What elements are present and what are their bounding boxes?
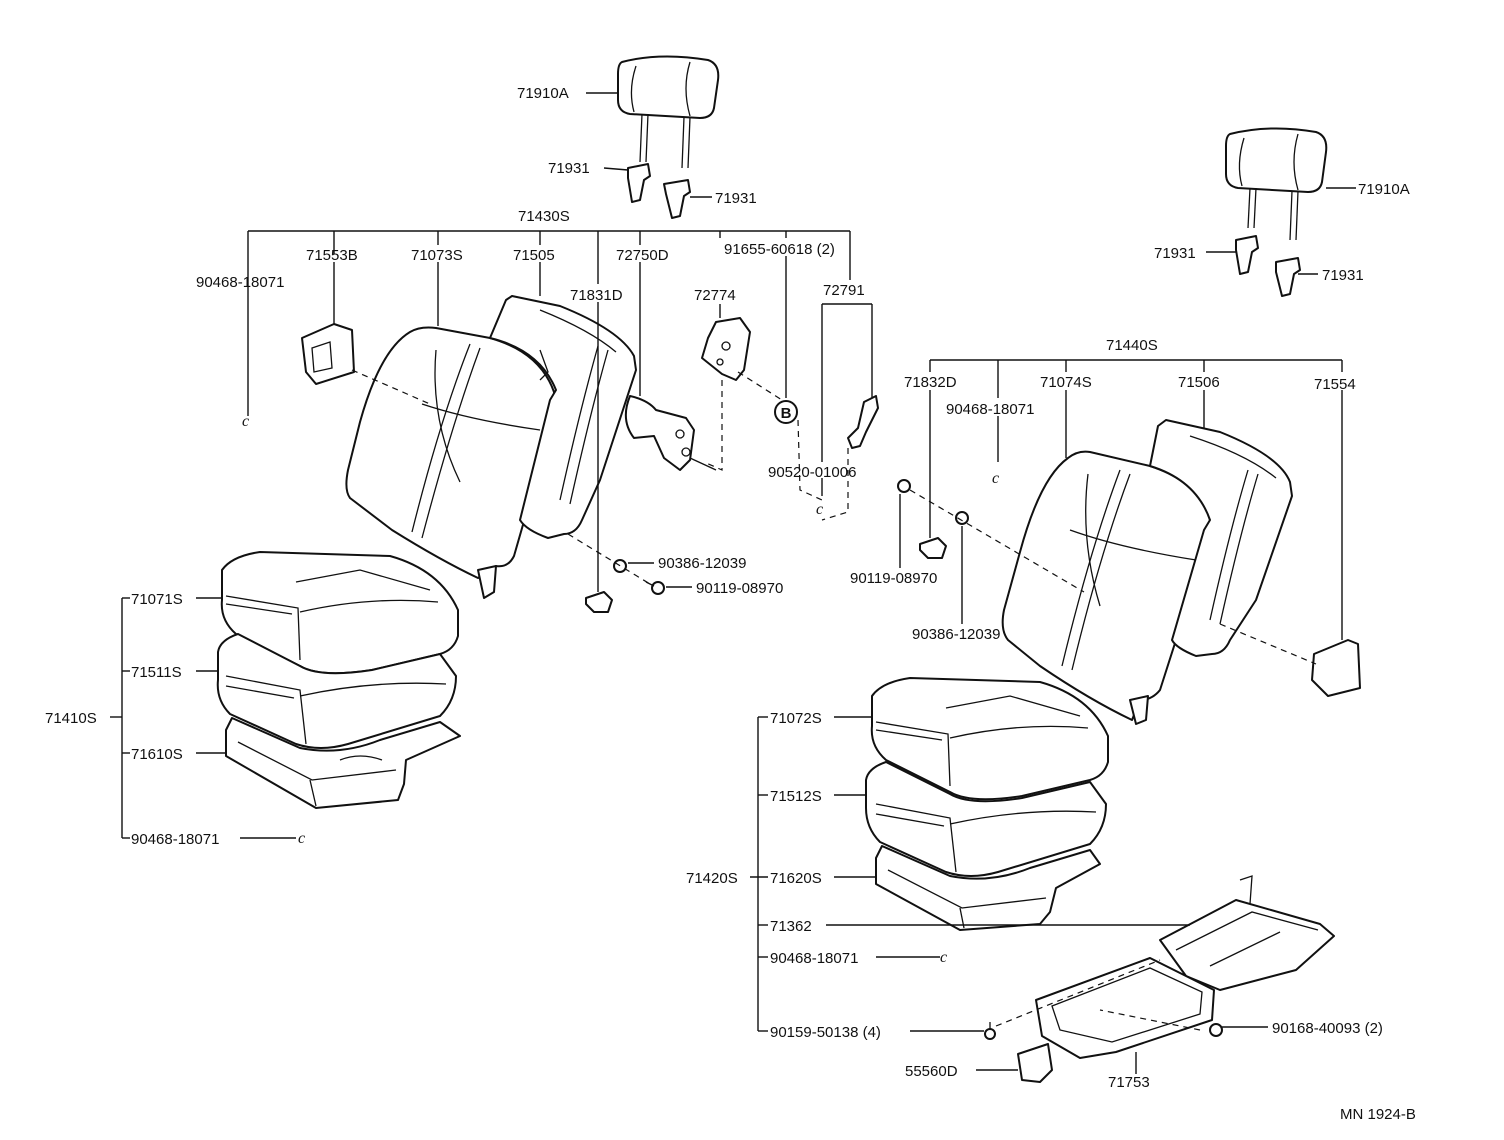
label-72750d: 72750D: [616, 247, 669, 264]
label-72774: 72774: [694, 287, 736, 304]
clip-glyph-e: c: [816, 501, 823, 518]
lever-left: [847, 395, 879, 449]
label-71074s: 71074S: [1040, 374, 1092, 391]
label-71430s: 71430S: [518, 208, 570, 225]
clip-glyph-b: c: [298, 830, 305, 847]
part-labels: 71910A 71931 71931 71430S 90468-18071 71…: [45, 85, 1416, 1123]
rail-bracket-right: [1159, 875, 1335, 991]
label-71610s: 71610S: [131, 746, 183, 763]
leader-lines: [110, 92, 1356, 1074]
seat-frame-right: [875, 845, 1101, 931]
diagram-id: MN 1924-B: [1340, 1106, 1416, 1123]
label-71072s: 71072S: [770, 710, 822, 727]
label-91655: 91655-60618 (2): [724, 241, 835, 258]
seat-frame-left: [225, 717, 461, 809]
cushion-cover-left: [220, 551, 459, 675]
label-71931-right-b: 71931: [1322, 267, 1364, 284]
seatback-pad-right: [1149, 419, 1293, 657]
headrest-guide-left-a: [627, 163, 651, 203]
label-90159: 90159-50138 (4): [770, 1024, 881, 1041]
label-71554: 71554: [1314, 376, 1356, 393]
label-71420s: 71420S: [686, 870, 738, 887]
label-71506: 71506: [1178, 374, 1220, 391]
label-71512s: 71512S: [770, 788, 822, 805]
seat-pan-right: [1035, 957, 1215, 1059]
clip-71832d-right: [919, 537, 947, 559]
headrest-guide-right-a: [1235, 235, 1259, 275]
bolt-90168: [1209, 1023, 1223, 1037]
callout-b: B: [781, 405, 792, 422]
cushion-pad-left: [216, 633, 457, 749]
headrest-left: [617, 55, 720, 169]
label-55560d: 55560D: [905, 1063, 958, 1080]
label-90468-d: 90468-18071: [770, 950, 858, 967]
label-71831d: 71831D: [570, 287, 623, 304]
headrest-guide-left-b: [663, 179, 691, 219]
label-71753: 71753: [1108, 1074, 1150, 1091]
label-71071s: 71071S: [131, 591, 183, 608]
label-71073s: 71073S: [411, 247, 463, 264]
headrest-guide-right-b: [1275, 257, 1301, 297]
headrest-right: [1225, 127, 1328, 241]
label-71910a-left: 71910A: [517, 85, 569, 102]
label-71931-left-b: 71931: [715, 190, 757, 207]
label-71620s: 71620S: [770, 870, 822, 887]
side-cover-right: [1311, 639, 1361, 697]
recliner-left: [624, 395, 717, 471]
label-90520: 90520-01006: [768, 464, 856, 481]
label-71440s: 71440S: [1106, 337, 1158, 354]
cushion-cover-right: [870, 677, 1109, 801]
label-90468-c: 90468-18071: [946, 401, 1034, 418]
label-71511s: 71511S: [131, 664, 182, 681]
clip-glyph-a: c: [242, 413, 249, 430]
label-90119-a: 90119-08970: [696, 580, 783, 597]
label-90468-b: 90468-18071: [131, 831, 219, 848]
callout-b-circle: [774, 400, 798, 424]
label-71410s: 71410S: [45, 710, 97, 727]
label-71362: 71362: [770, 918, 812, 935]
nut-right: [955, 511, 969, 525]
label-90168: 90168-40093 (2): [1272, 1020, 1383, 1037]
label-71931-right-a: 71931: [1154, 245, 1196, 262]
clip-glyph-c: c: [992, 470, 999, 487]
clip-71831d-left: [585, 591, 613, 613]
clip-glyph-d: c: [940, 949, 947, 966]
label-90468-a: 90468-18071: [196, 274, 284, 291]
nut-left: [613, 559, 627, 573]
label-72791: 72791: [823, 282, 865, 299]
bracket-55560d: [1017, 1043, 1053, 1083]
label-90119-b: 90119-08970: [850, 570, 937, 587]
label-71931-left-a: 71931: [548, 160, 590, 177]
cushion-pad-right: [865, 761, 1107, 877]
label-71505: 71505: [513, 247, 555, 264]
label-90386-a: 90386-12039: [658, 555, 746, 572]
side-cover-left: [301, 323, 355, 385]
assembly-dashes: [351, 369, 1317, 1031]
seatback-cover-left: [345, 326, 557, 599]
label-90386-b: 90386-12039: [912, 626, 1000, 643]
label-71553b: 71553B: [306, 247, 358, 264]
bolt-left: [645, 581, 665, 595]
label-71910a-right: 71910A: [1358, 181, 1410, 198]
seatback-pad-left: [489, 295, 637, 539]
hinge-left: [701, 317, 751, 381]
bolt-90159: [984, 1022, 996, 1040]
bolt-right: [897, 479, 911, 493]
label-71832d: 71832D: [904, 374, 957, 391]
